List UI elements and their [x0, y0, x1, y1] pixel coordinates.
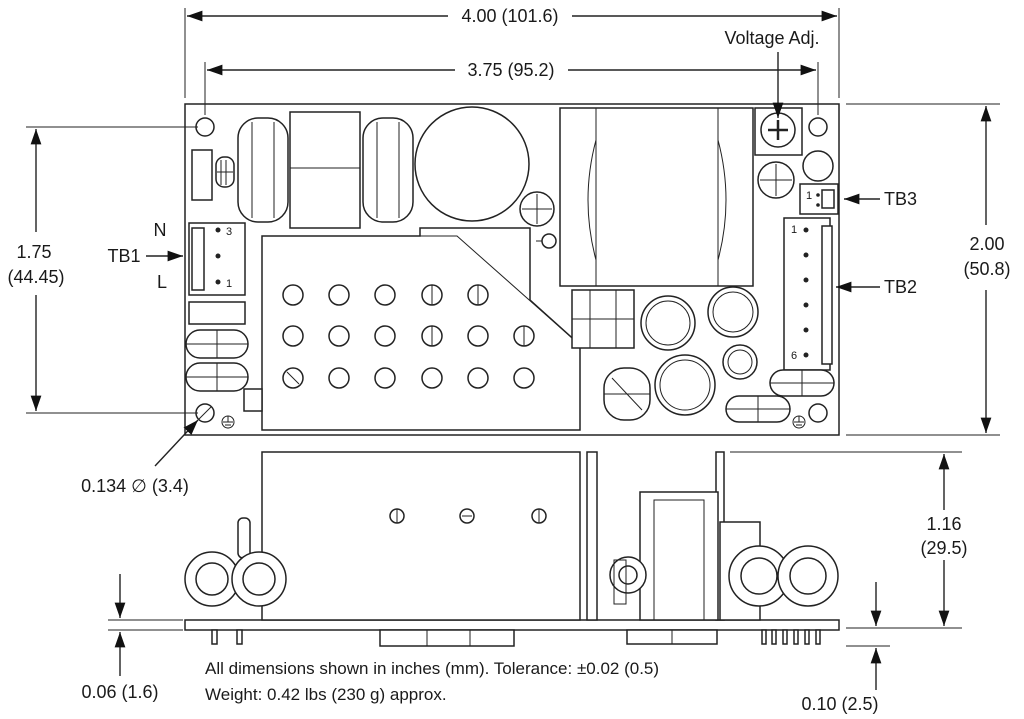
vertical-hole-dim-in: 1.75 — [16, 242, 51, 262]
output-capacitor — [640, 295, 696, 351]
input-choke — [237, 117, 289, 223]
mounting-hole — [808, 403, 828, 423]
ground-icon — [792, 415, 806, 429]
tb2-pin1-label: 1 — [791, 224, 797, 236]
hole-diameter-dim: 0.134 ∅ (3.4) — [81, 476, 189, 496]
tb1-pin1-label: 1 — [226, 278, 232, 290]
side-height-dim-in: 1.16 — [926, 514, 961, 534]
hole-spacing-dim: 3.75 (95.2) — [467, 60, 554, 80]
pcb-side — [184, 619, 840, 631]
mounting-hole — [195, 117, 215, 137]
heatsink-side — [261, 451, 581, 621]
heatsink-vents — [282, 284, 535, 389]
common-mode-choke — [289, 111, 361, 229]
overall-height-dim-mm: (50.8) — [963, 259, 1010, 279]
mounting-hole — [808, 117, 828, 137]
main-transformer — [559, 107, 754, 287]
tb1-label: TB1 — [107, 246, 140, 266]
side-height-dim-mm: (29.5) — [920, 538, 967, 558]
board-thickness-dim: 0.06 (1.6) — [81, 682, 158, 702]
bulk-capacitor — [414, 106, 530, 222]
fuse — [191, 149, 213, 201]
output-capacitor — [707, 286, 759, 338]
overall-height-dim-in: 2.00 — [969, 234, 1004, 254]
top-view: 1 1 6 3 1 — [184, 103, 840, 436]
tb1-pin3-label: 3 — [226, 226, 232, 238]
weight-note: Weight: 0.42 lbs (230 g) approx. — [205, 685, 447, 704]
output-capacitor — [654, 354, 716, 416]
tb3-pin1-label: 1 — [806, 190, 812, 202]
overall-width-dim: 4.00 (101.6) — [461, 6, 558, 26]
input-choke — [362, 117, 414, 223]
neutral-label: N — [154, 220, 167, 240]
dimensions-note: All dimensions shown in inches (mm). Tol… — [205, 659, 659, 678]
tb3-label: TB3 — [884, 189, 917, 209]
tb2-pin6-label: 6 — [791, 350, 797, 362]
side-view — [184, 451, 840, 647]
voltage-adj-label: Voltage Adj. — [724, 28, 819, 48]
line-label: L — [157, 272, 167, 292]
dimension-lines: 4.00 (101.6) 3.75 (95.2) Voltage Adj. 1.… — [7, 6, 1010, 714]
transformer-side — [639, 491, 719, 621]
vertical-hole-dim-mm: (44.45) — [7, 267, 64, 287]
pin-length-dim: 0.10 (2.5) — [801, 694, 878, 714]
ground-icon — [221, 415, 235, 429]
tb2-label: TB2 — [884, 277, 917, 297]
